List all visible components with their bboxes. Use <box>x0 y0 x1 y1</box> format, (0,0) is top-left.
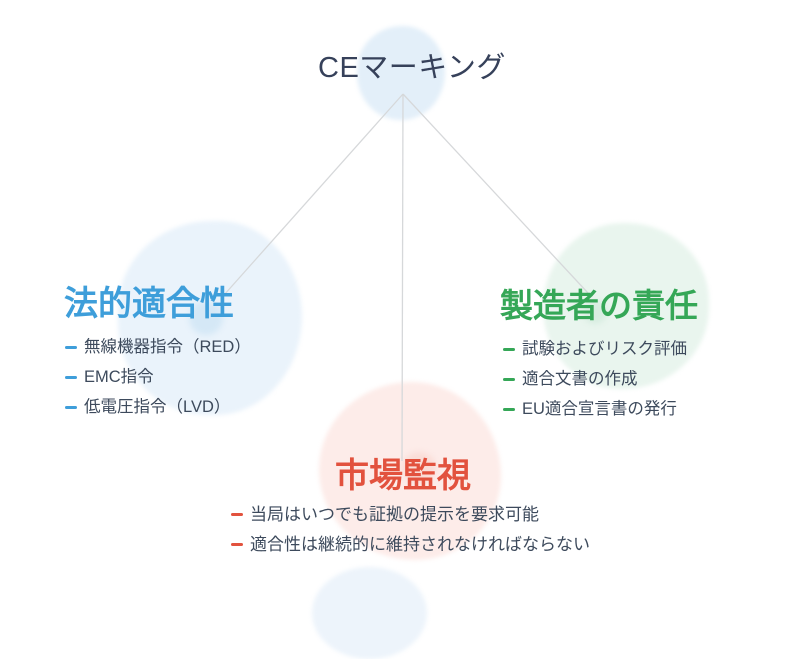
list-item: EMC指令 <box>65 369 251 386</box>
list-item: 適合性は継続的に維持されなければならない <box>231 536 590 553</box>
ce-marking-diagram: CEマーキング 法的適合性 無線機器指令（RED） EMC指令 低電圧指令（LV… <box>64 26 709 659</box>
dash-bullet-icon <box>231 542 243 547</box>
branch-items-legal: 無線機器指令（RED） EMC指令 低電圧指令（LVD） <box>65 339 251 429</box>
branch-heading-market: 市場監視 <box>335 457 471 495</box>
list-item-label: 適合文書の作成 <box>522 370 638 389</box>
dash-bullet-icon <box>231 512 243 517</box>
list-item-label: 適合性は継続的に維持されなければならない <box>250 535 590 554</box>
branch-items-market: 当局はいつでも証拠の提示を要求可能 適合性は継続的に維持されなければならない <box>231 506 590 566</box>
list-item: 適合文書の作成 <box>503 371 687 388</box>
branch-heading-legal: 法的適合性 <box>64 285 234 323</box>
branch-items-manufacturer: 試験およびリスク評価 適合文書の作成 EU適合宣言書の発行 <box>503 341 687 431</box>
dash-bullet-icon <box>65 405 77 410</box>
blob-core-pink <box>402 452 436 484</box>
connector-lines <box>223 93 589 462</box>
central-topic-title: CEマーキング <box>318 52 506 84</box>
dash-bullet-icon <box>503 347 515 352</box>
dash-bullet-icon <box>503 377 515 382</box>
list-item: 無線機器指令（RED） <box>65 339 251 356</box>
list-item-label: EU適合宣言書の発行 <box>522 400 677 419</box>
list-item-label: EMC指令 <box>84 368 154 387</box>
list-item-label: 無線機器指令（RED） <box>84 338 251 357</box>
list-item: 当局はいつでも証拠の提示を要求可能 <box>231 506 590 523</box>
dash-bullet-icon <box>503 407 515 412</box>
list-item-label: 当局はいつでも証拠の提示を要求可能 <box>250 505 539 524</box>
dash-bullet-icon <box>65 345 77 350</box>
blob-core-left <box>189 301 223 335</box>
list-item: 試験およびリスク評価 <box>503 341 687 358</box>
branch-heading-manufacturer: 製造者の責任 <box>500 287 698 324</box>
list-item: EU適合宣言書の発行 <box>503 401 687 418</box>
blob-right-green <box>543 223 709 389</box>
list-item-label: 試験およびリスク評価 <box>522 340 687 359</box>
list-item: 低電圧指令（LVD） <box>65 399 251 416</box>
blob-top-blue <box>357 26 445 120</box>
dash-bullet-icon <box>65 375 77 380</box>
blob-core-right <box>583 300 607 324</box>
list-item-label: 低電圧指令（LVD） <box>84 398 231 417</box>
